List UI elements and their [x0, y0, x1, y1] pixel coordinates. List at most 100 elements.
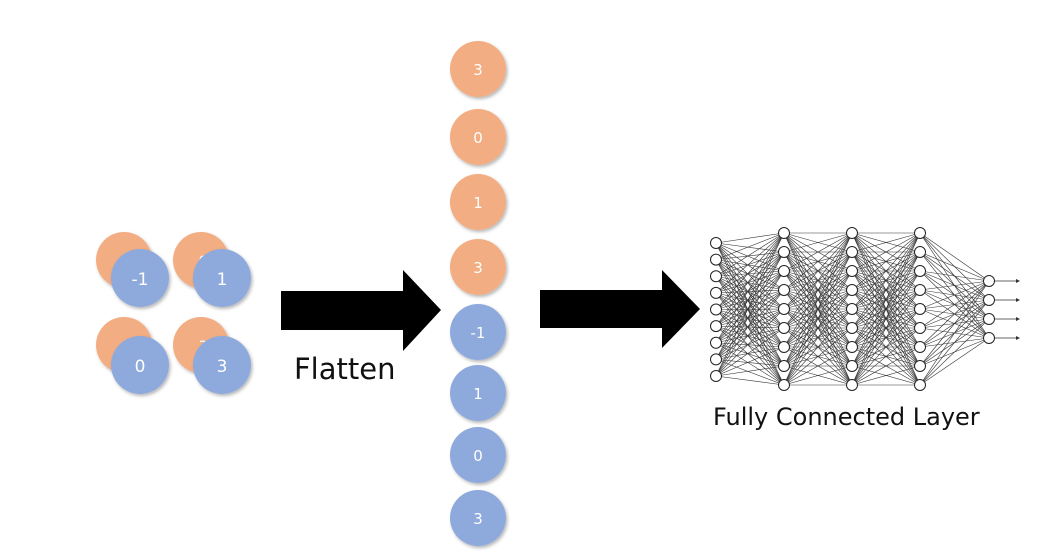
connection-edge	[715, 276, 785, 348]
connection-edge	[715, 309, 785, 329]
connection-edge	[715, 289, 785, 343]
connection-edge	[851, 308, 921, 386]
connection-edge	[715, 292, 785, 367]
connection-edge	[715, 365, 785, 377]
blue-node-value: 0	[135, 357, 146, 377]
connection-edge	[715, 270, 785, 377]
output-arrowhead	[1016, 298, 1020, 302]
flattened-node: 3	[450, 41, 506, 97]
connection-edge	[715, 327, 785, 360]
flattened-node: 1	[450, 365, 506, 421]
output-arrowhead	[1016, 317, 1020, 321]
connection-edge	[851, 232, 921, 329]
neuron-node	[710, 370, 722, 382]
connection-edge	[783, 232, 853, 291]
neuron-node	[846, 322, 858, 334]
connection-edge	[715, 346, 785, 360]
connection-edge	[715, 251, 785, 260]
connection-edge	[851, 232, 921, 310]
neuron-node	[778, 322, 790, 334]
connection-edge	[715, 342, 785, 348]
connection-edge	[715, 375, 785, 386]
neuron-node	[710, 336, 722, 349]
neuron-node	[914, 227, 926, 239]
connection-edge	[715, 232, 785, 377]
connection-edge	[919, 232, 990, 282]
blue-node-value: 3	[217, 357, 228, 377]
neuron-node	[710, 353, 722, 366]
connection-edge	[919, 251, 990, 282]
connection-edge	[715, 327, 785, 344]
neuron-node	[846, 360, 858, 372]
flattened-node: 3	[450, 239, 506, 295]
blue-node: 1	[193, 249, 251, 307]
connection-edge	[715, 346, 785, 377]
neuron-node	[983, 313, 995, 325]
connection-edge	[783, 232, 853, 386]
connection-edge	[783, 327, 853, 386]
connection-edge	[715, 342, 785, 386]
connection-edge	[783, 346, 853, 386]
connection-edge	[715, 275, 785, 310]
connection-edge	[783, 308, 853, 386]
connection-edge	[851, 251, 921, 386]
connection-edge	[851, 232, 921, 348]
flattened-node-value: 3	[473, 259, 483, 277]
connection-edge	[715, 292, 785, 329]
connection-edge	[715, 292, 785, 348]
neuron-node	[983, 332, 995, 344]
connection-edge	[715, 270, 785, 310]
neuron-node	[778, 341, 790, 353]
connection-edge	[715, 270, 785, 343]
neuron-node	[710, 270, 722, 283]
neuron-node	[778, 379, 790, 391]
flattened-node-value: -1	[471, 324, 486, 342]
connection-edge	[715, 232, 785, 310]
connection-edge	[715, 276, 785, 386]
connection-edge	[851, 232, 921, 367]
connection-edge	[715, 292, 785, 310]
neuron-node	[710, 237, 722, 249]
output-arrowhead	[1016, 336, 1020, 340]
connection-edge	[919, 280, 990, 310]
neuron-node	[710, 253, 722, 266]
flattened-node-value: 3	[473, 61, 483, 79]
connection-edge	[715, 242, 785, 310]
connection-edge	[715, 259, 785, 272]
connection-edge	[715, 270, 785, 360]
connection-edge	[919, 280, 990, 386]
connection-edge	[919, 280, 990, 348]
connection-edge	[715, 270, 785, 277]
neuron-node	[710, 303, 722, 316]
connection-edge	[715, 242, 785, 348]
connection-edge	[715, 242, 785, 291]
connection-edge	[715, 232, 785, 343]
connection-edge	[851, 232, 921, 291]
blue-node: -1	[111, 249, 169, 307]
connection-edge	[715, 251, 785, 277]
connection-edge	[715, 325, 785, 386]
connection-edge	[715, 325, 785, 329]
connection-edge	[783, 270, 853, 386]
connection-edge	[715, 259, 785, 386]
flatten-label: Flatten	[294, 352, 396, 386]
connection-edge	[715, 259, 785, 310]
connection-edge	[715, 325, 785, 367]
flattened-node: -1	[450, 304, 506, 360]
neuron-node	[846, 379, 858, 391]
connection-edge	[715, 232, 785, 327]
connection-edge	[851, 346, 921, 386]
neuron-node	[710, 286, 722, 299]
connection-edge	[919, 280, 990, 367]
connection-edge	[715, 359, 785, 386]
neuron-node	[983, 275, 995, 287]
connection-edge	[715, 251, 785, 360]
flattened-vector: 3 0 1 3 -1 1 0 3	[450, 41, 506, 546]
connection-edge	[783, 365, 853, 386]
connection-edge	[715, 309, 785, 348]
connection-edge	[715, 289, 785, 310]
connection-edge	[715, 308, 785, 327]
to-fc-arrow	[540, 270, 700, 348]
blue-node-value: 1	[217, 270, 228, 290]
